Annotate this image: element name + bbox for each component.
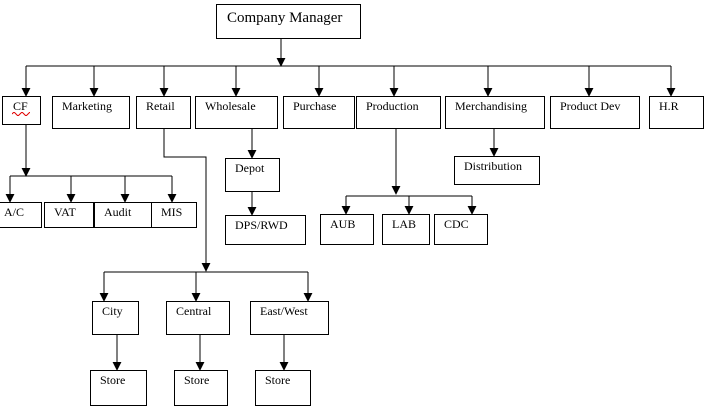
spellcheck-underline-icon [12,112,30,116]
store-central-node: Store [174,370,228,406]
cf-node: CF [2,96,41,125]
purchase-node: Purchase [283,96,355,129]
cdc-node: CDC [434,214,488,245]
dps-rwd-node: DPS/RWD [225,215,306,245]
central-node: Central [166,301,230,335]
store-city-node: Store [90,370,147,406]
retail-node: Retail [136,96,191,129]
cf-label: CF [13,99,28,113]
aub-node: AUB [320,214,374,245]
lab-node: LAB [382,214,430,245]
distribution-node: Distribution [454,156,540,185]
ac-node: A/C [0,202,42,228]
connector-retail-down [163,128,211,272]
vat-node: VAT [44,202,94,228]
production-node: Production [356,96,441,129]
company-manager-node: Company Manager [216,4,361,39]
depot-node: Depot [225,158,280,192]
east-west-node: East/West [250,301,329,335]
store-east-west-node: Store [255,370,311,406]
product-dev-node: Product Dev [550,96,640,129]
wholesale-node: Wholesale [195,96,278,129]
marketing-node: Marketing [52,96,130,129]
merchandising-node: Merchandising [445,96,545,129]
city-node: City [92,301,139,335]
hr-node: H.R [649,96,704,129]
audit-node: Audit [94,202,152,228]
mis-node: MIS [151,202,197,228]
